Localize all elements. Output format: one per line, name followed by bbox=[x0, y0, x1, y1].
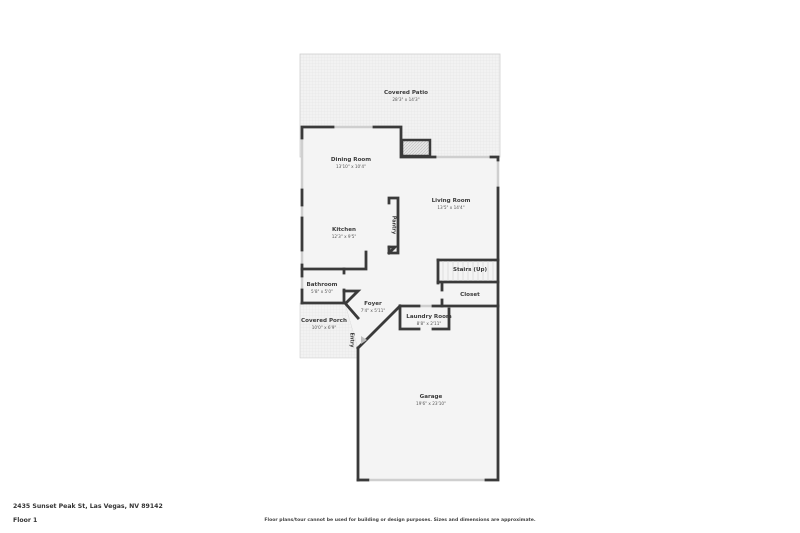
room-label-laundry-room: Laundry Room 8'8" x 2'11" bbox=[406, 314, 451, 326]
room-dimensions: 7'4" x 5'11" bbox=[360, 308, 386, 313]
stair-treads bbox=[442, 261, 494, 281]
room-label-covered-porch: Covered Porch 10'0" x 6'9" bbox=[301, 318, 347, 330]
fireplace bbox=[400, 138, 432, 158]
room-name: Foyer bbox=[364, 301, 382, 307]
room-dimensions: 13'10" x 10'4" bbox=[336, 164, 366, 169]
room-dimensions: 10'0" x 6'9" bbox=[311, 325, 337, 330]
room-dimensions: 19'6" x 23'10" bbox=[416, 401, 446, 406]
room-name: Kitchen bbox=[331, 227, 356, 233]
entry-arrow-icon bbox=[361, 336, 367, 344]
room-dimensions: 8'8" x 2'11" bbox=[416, 321, 442, 326]
room-label-stairs: Stairs (Up) bbox=[453, 267, 487, 274]
room-label-pantry: Pantry bbox=[390, 215, 397, 235]
room-name: Covered Patio bbox=[383, 90, 429, 96]
property-address: 2435 Sunset Peak St, Las Vegas, NV 89142 bbox=[13, 503, 163, 510]
room-label-kitchen: Kitchen 12'3" x 9'5" bbox=[332, 227, 357, 239]
room-dimensions: 12'3" x 9'5" bbox=[331, 234, 357, 239]
room-name: Covered Porch bbox=[301, 318, 347, 324]
room-label-bathroom: Bathroom 5'8" x 5'0" bbox=[307, 282, 338, 294]
room-label-entry: Entry bbox=[348, 332, 355, 348]
room-dimensions: 13'5" x 14'4" bbox=[437, 205, 465, 210]
room-name: Bathroom bbox=[306, 282, 338, 288]
room-name: Laundry Room bbox=[406, 314, 452, 320]
room-name: Stairs (Up) bbox=[452, 267, 488, 273]
room-dimensions: 28'3" x 14'3" bbox=[392, 97, 420, 102]
windows bbox=[300, 125, 500, 482]
room-dimensions: 5'8" x 5'0" bbox=[311, 289, 333, 294]
room-label-covered-patio: Covered Patio 28'3" x 14'3" bbox=[384, 90, 428, 102]
walls bbox=[300, 125, 500, 482]
room-label-closet: Closet bbox=[460, 292, 480, 299]
room-label-foyer: Foyer 7'4" x 5'11" bbox=[361, 301, 386, 313]
room-name: Closet bbox=[460, 292, 480, 298]
room-name: Living Room bbox=[431, 198, 471, 204]
room-label-dining-room: Dining Room 13'10" x 10'4" bbox=[331, 157, 371, 169]
disclaimer-text: Floor plans/tour cannot be used for buil… bbox=[264, 518, 536, 523]
floor-label: Floor 1 bbox=[13, 517, 38, 524]
garage-floor bbox=[358, 306, 497, 480]
room-label-garage: Garage 19'6" x 23'10" bbox=[416, 394, 446, 406]
interior-floor bbox=[302, 127, 497, 348]
room-name: Dining Room bbox=[330, 157, 372, 163]
room-name: Garage bbox=[419, 394, 443, 400]
room-label-living-room: Living Room 13'5" x 14'4" bbox=[432, 198, 471, 210]
